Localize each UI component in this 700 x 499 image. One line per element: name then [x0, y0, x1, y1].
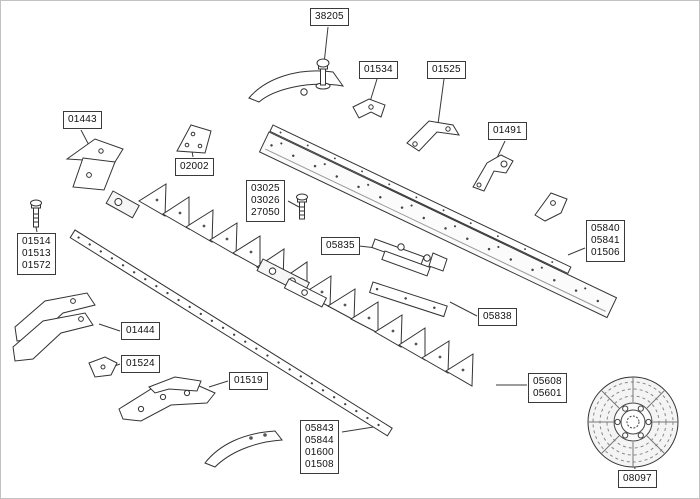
part-number: 01444 — [126, 325, 155, 336]
part-label-02002: 02002 — [175, 158, 214, 176]
part-number: 01491 — [493, 125, 522, 136]
part-number: 05841 — [591, 235, 620, 246]
part-label-08097: 08097 — [618, 470, 657, 488]
part-number: 01519 — [234, 375, 263, 386]
part-number: 01513 — [22, 248, 51, 259]
part-label-01443: 01443 — [63, 111, 102, 129]
part-number: 01572 — [22, 260, 51, 271]
part-label-05838: 05838 — [478, 308, 517, 326]
part-label-03025-03026-27050: 03025 03026 27050 — [246, 180, 285, 222]
part-number: 05835 — [326, 240, 355, 251]
part-drawing-knife-back-bar — [69, 229, 393, 437]
part-drawing-cutter-bar — [258, 124, 618, 319]
part-number: 05843 — [305, 423, 334, 434]
part-drawing-knife-clips — [256, 258, 328, 308]
part-number: 01524 — [126, 358, 155, 369]
part-number: 01443 — [68, 114, 97, 125]
part-number: 03026 — [251, 195, 280, 206]
part-label-01444: 01444 — [121, 322, 160, 340]
part-number: 05601 — [533, 388, 562, 399]
part-drawing-bracket-01525 — [406, 120, 460, 152]
part-label-05608-05601: 05608 05601 — [528, 373, 567, 403]
part-drawing-hold-down-clip — [371, 238, 448, 277]
part-drawing-wear-plate — [368, 281, 448, 318]
part-number: 27050 — [251, 207, 280, 218]
part-number: 01514 — [22, 236, 51, 247]
part-label-05840-05841-01506: 05840 05841 01506 — [586, 220, 625, 262]
part-number: 05838 — [483, 311, 512, 322]
part-drawing-latch-01491 — [472, 154, 514, 192]
part-drawing-bolt-left — [30, 199, 42, 228]
part-drawing-clip-right — [534, 192, 568, 222]
part-number: 38205 — [315, 11, 344, 22]
part-drawing-small-clip — [88, 356, 118, 378]
part-label-01514-01513-01572: 01514 01513 01572 — [17, 233, 56, 275]
part-number: 02002 — [180, 161, 209, 172]
part-label-38205: 38205 — [310, 8, 349, 26]
part-number: 01525 — [432, 64, 461, 75]
part-label-01525: 01525 — [427, 61, 466, 79]
part-drawing-knife-head — [105, 190, 140, 219]
part-drawing-bolt-mid — [296, 193, 308, 220]
part-label-01524: 01524 — [121, 355, 160, 373]
part-label-05843-05844-01600-01508: 05843 05844 01600 01508 — [300, 420, 339, 474]
part-number: 03025 — [251, 183, 280, 194]
part-drawing-bracket-01534 — [352, 98, 386, 119]
part-label-05835: 05835 — [321, 237, 360, 255]
part-drawing-plate-02002 — [176, 124, 212, 154]
part-label-01491: 01491 — [488, 122, 527, 140]
part-drawing-bracket-01443 — [65, 138, 124, 191]
part-number: 01506 — [591, 247, 620, 258]
part-drawing-inner-shoe — [118, 376, 216, 422]
part-drawing-top-shoe — [248, 58, 345, 103]
part-label-01534: 01534 — [359, 61, 398, 79]
part-number: 01534 — [364, 64, 393, 75]
part-label-01519: 01519 — [229, 372, 268, 390]
part-drawing-skid-plate — [204, 430, 283, 468]
part-number: 01600 — [305, 447, 334, 458]
part-number: 05840 — [591, 223, 620, 234]
part-drawing-clutch-disc — [587, 376, 679, 468]
part-number: 05844 — [305, 435, 334, 446]
part-number: 01508 — [305, 459, 334, 470]
part-drawing-outer-shoe — [12, 292, 96, 362]
part-number: 08097 — [623, 473, 652, 484]
part-number: 05608 — [533, 376, 562, 387]
